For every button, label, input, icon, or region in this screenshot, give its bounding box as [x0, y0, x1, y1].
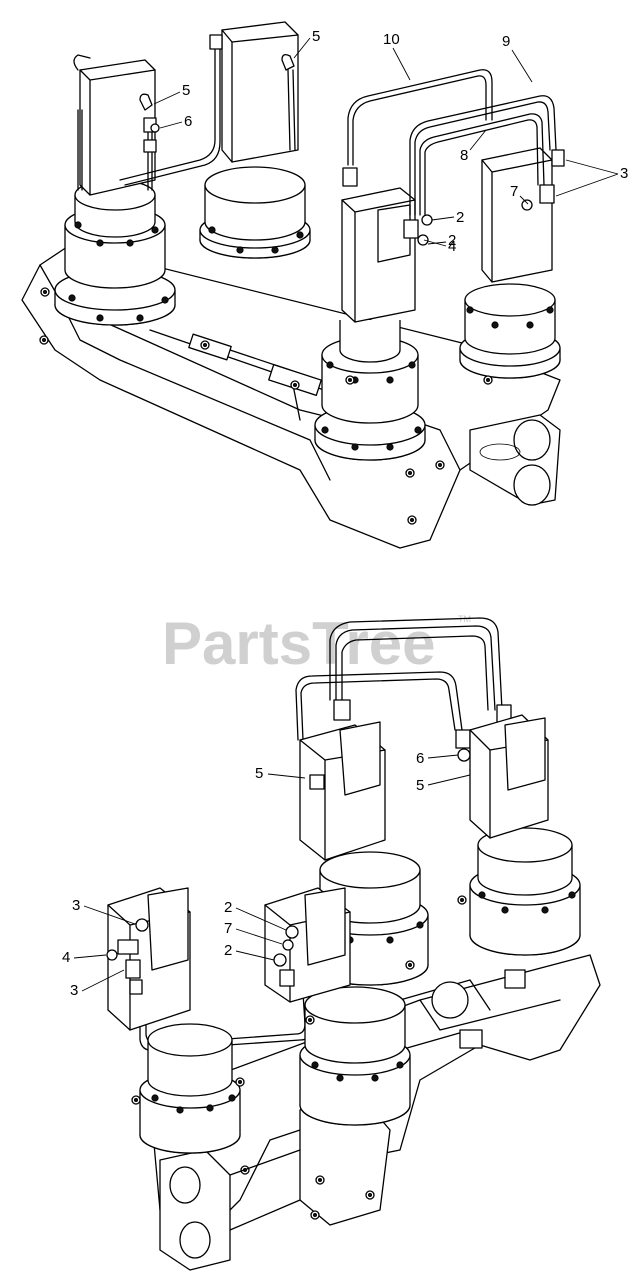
callout-top-8: 8 — [460, 147, 468, 164]
hydraulic-lines-top — [73, 34, 565, 246]
callout-top-5a: 5 — [312, 28, 320, 45]
callout-bottom-2a: 2 — [224, 899, 232, 916]
callout-top-9: 9 — [502, 33, 510, 50]
fittings-bottom — [106, 774, 325, 995]
callout-bottom-3b: 3 — [70, 982, 78, 999]
actuator-front-top — [314, 187, 426, 461]
callout-top-3: 3 — [620, 165, 628, 182]
callout-top-2a: 2 — [456, 209, 464, 226]
callouts-top: 10 9 5 5 6 8 3 7 2 4 2 — [153, 28, 628, 255]
callout-bottom-4: 4 — [62, 949, 70, 966]
callout-top-2b: 2 — [448, 232, 456, 249]
callout-top-5b: 5 — [182, 82, 190, 99]
top-assembly: 10 9 5 5 6 8 3 7 2 4 2 — [21, 21, 628, 549]
bottom-assembly: 5 6 5 3 4 3 2 7 2 — [62, 617, 601, 1271]
actuator-center-top — [199, 21, 311, 259]
callout-top-6: 6 — [184, 113, 192, 130]
actuator-left-top — [54, 59, 176, 326]
callout-bottom-3a: 3 — [72, 897, 80, 914]
actuator-right-top — [459, 147, 561, 385]
callout-top-10: 10 — [383, 31, 400, 48]
actuator-back-right — [457, 714, 581, 956]
callout-top-4: 4 — [448, 238, 456, 255]
callout-bottom-5b: 5 — [416, 777, 424, 794]
callout-bottom-6: 6 — [416, 750, 424, 767]
callout-bottom-2b: 2 — [224, 942, 232, 959]
actuator-front-left — [107, 887, 245, 1154]
callout-top-7: 7 — [510, 183, 518, 200]
callout-bottom-7: 7 — [224, 920, 232, 937]
callout-bottom-5a: 5 — [255, 765, 263, 782]
callouts-bottom: 5 6 5 3 4 3 2 7 2 — [62, 750, 471, 999]
